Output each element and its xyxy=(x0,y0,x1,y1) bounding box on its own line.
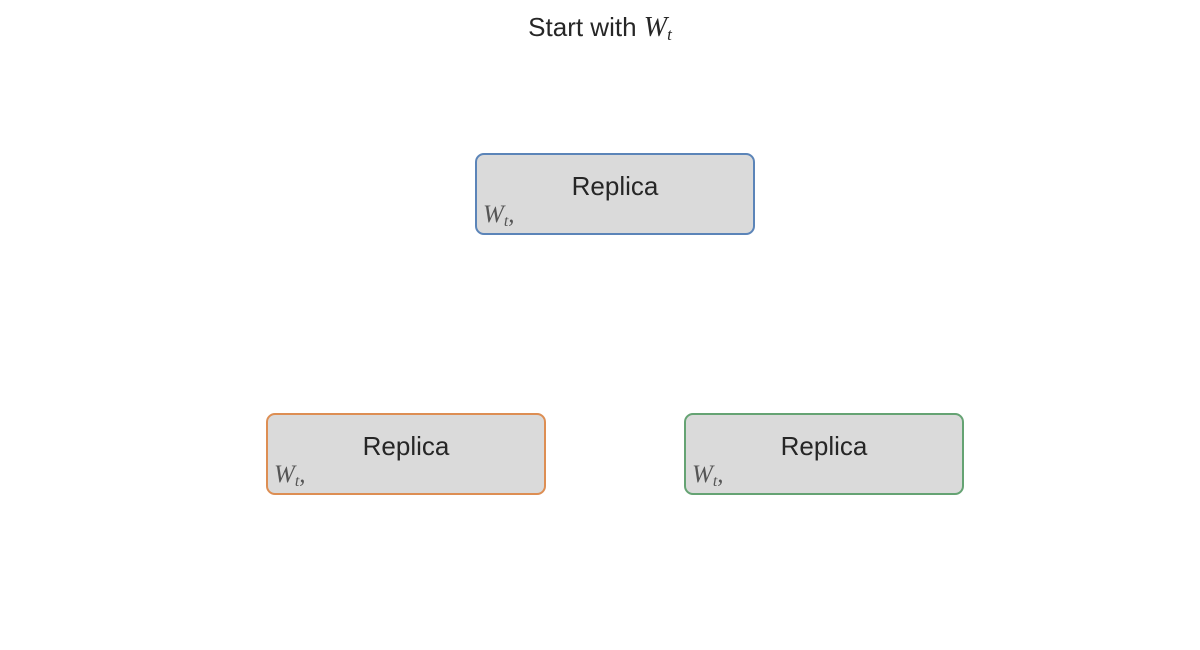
replica-weight-sub: t xyxy=(712,473,718,490)
replica-label: Replica xyxy=(571,171,659,201)
replica-box-top: Replica Wt, xyxy=(475,153,755,235)
replica-weight-suffix: , xyxy=(299,461,306,488)
replica-weight-sub: t xyxy=(503,213,509,230)
title-text: Start with xyxy=(528,12,644,42)
replica-weight-base: W xyxy=(483,201,504,228)
replica-weight: Wt, xyxy=(483,201,515,231)
replica-box-left: Replica Wt, xyxy=(266,413,546,495)
replica-weight: Wt, xyxy=(692,461,724,491)
title-math-base: W xyxy=(643,12,668,43)
replica-box-right: Replica Wt, xyxy=(684,413,964,495)
title-math-sub: t xyxy=(667,25,672,44)
replica-weight: Wt, xyxy=(274,461,306,491)
replica-weight-sub: t xyxy=(294,473,300,490)
replica-weight-suffix: , xyxy=(717,461,724,488)
replica-weight-suffix: , xyxy=(508,201,515,228)
diagram-title: Start with Wt xyxy=(0,8,1200,54)
replica-weight-base: W xyxy=(274,461,295,488)
replica-weight-base: W xyxy=(692,461,713,488)
replica-label: Replica xyxy=(780,431,868,461)
title-math: Wt xyxy=(643,12,672,44)
replica-label: Replica xyxy=(362,431,450,461)
